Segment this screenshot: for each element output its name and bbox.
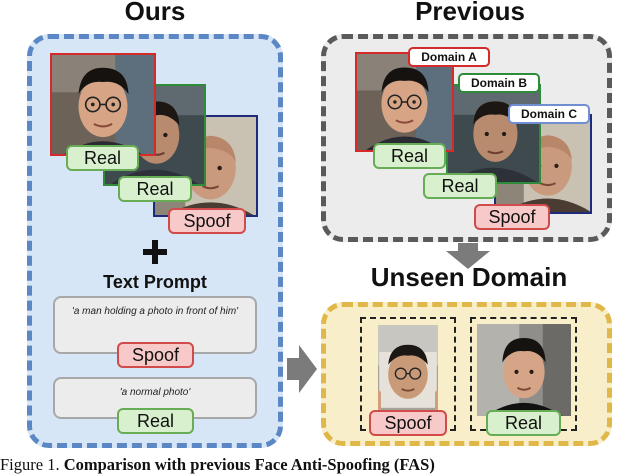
prompt-text-real: 'a normal photo' (119, 387, 191, 398)
domain-b-label: Domain B (458, 73, 540, 93)
right-arrow-icon (287, 345, 317, 393)
caption-prefix: Figure 1. (0, 455, 64, 474)
plus-icon (143, 240, 167, 264)
unseen-spoof-label: Spoof (369, 410, 447, 436)
previous-title: Previous (415, 0, 525, 26)
figure-caption: Figure 1. Comparison with previous Face … (0, 455, 640, 475)
caption-bold: Comparison with previous Face Anti-Spoof… (63, 455, 435, 474)
unseen-real-label: Real (486, 410, 561, 436)
prompt-text-spoof: 'a man holding a photo in front of him' (71, 306, 239, 317)
prev-real-label-1: Real (373, 143, 446, 169)
unseen-domain-title: Unseen Domain (370, 262, 568, 292)
prev-real-label-2: Real (423, 173, 497, 199)
text-prompt-title: Text Prompt (103, 272, 207, 292)
ours-real-label-2: Real (118, 176, 192, 202)
prompt-real-label: Real (117, 408, 194, 434)
ours-title: Ours (124, 0, 186, 26)
prev-spoof-label: Spoof (474, 204, 550, 230)
unseen-face-photo-spoof (378, 325, 438, 415)
prev-face-photo-glasses (355, 52, 454, 152)
domain-c-label: Domain C (508, 104, 590, 124)
prompt-spoof-label: Spoof (117, 342, 194, 368)
ours-real-label-1: Real (66, 145, 139, 171)
unseen-face-photo-real (477, 324, 571, 416)
down-arrow-icon (446, 243, 490, 269)
domain-a-label: Domain A (408, 47, 490, 67)
prev-face-photo-dark (446, 84, 541, 184)
ours-spoof-label: Spoof (168, 208, 246, 234)
face-photo-glasses (50, 53, 156, 156)
